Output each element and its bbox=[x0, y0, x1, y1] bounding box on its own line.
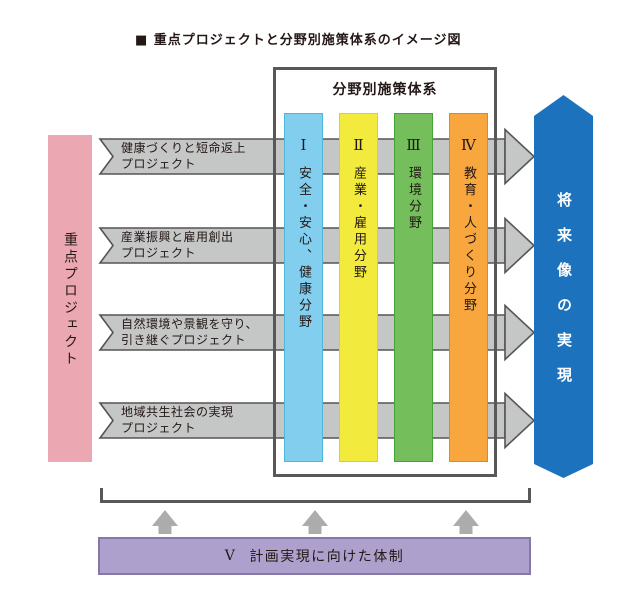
policy-box-header: 分野別施策体系 bbox=[332, 82, 438, 98]
project-label-2: 産業振興と雇用創出 プロジェクト bbox=[121, 230, 234, 261]
field-bar-education-label: 教育・人づくり分野 bbox=[461, 166, 476, 315]
project-label-4-line2: プロジェクト bbox=[121, 420, 197, 435]
field-bar-industry-numeral: Ⅱ bbox=[353, 136, 364, 154]
project-arrow-head-4 bbox=[504, 391, 536, 450]
foundation-label: 計画実現に向けた体制 bbox=[249, 549, 405, 565]
field-bar-environment: Ⅲ 環境分野 bbox=[394, 113, 433, 462]
project-arrow-head-3 bbox=[504, 303, 536, 362]
project-arrow-head-2 bbox=[504, 216, 536, 275]
future-label: 将来像の実現 bbox=[555, 191, 573, 402]
foundation-numeral: Ⅴ bbox=[224, 548, 237, 564]
project-label-2-line1: 産業振興と雇用創出 bbox=[121, 230, 234, 244]
field-bar-education: Ⅳ 教育・人づくり分野 bbox=[449, 113, 488, 462]
future-banner: 将来像の実現 bbox=[534, 95, 593, 478]
future-hexagon-shape bbox=[534, 95, 593, 478]
project-label-4-line1: 地域共生社会の実現 bbox=[121, 405, 234, 419]
field-bar-safety-label: 安全・安心、健康分野 bbox=[296, 166, 311, 331]
project-label-1-line2: プロジェクト bbox=[121, 156, 197, 171]
field-bar-safety-numeral: Ⅰ bbox=[300, 136, 307, 154]
field-bar-environment-label: 環境分野 bbox=[406, 166, 421, 232]
up-arrows bbox=[152, 510, 479, 534]
up-arrow-1 bbox=[152, 510, 178, 534]
project-label-3: 自然環境や景観を守り、 引き継ぐプロジェクト bbox=[121, 317, 258, 348]
foundation-bar: Ⅴ 計画実現に向けた体制 bbox=[98, 537, 531, 575]
project-label-1: 健康づくりと短命返上 プロジェクト bbox=[121, 141, 246, 172]
project-label-3-line2: 引き継ぐプロジェクト bbox=[121, 332, 247, 347]
field-bar-safety: Ⅰ 安全・安心、健康分野 bbox=[284, 113, 323, 462]
field-bar-environment-numeral: Ⅲ bbox=[406, 136, 421, 154]
project-label-3-line1: 自然環境や景観を守り、 bbox=[121, 317, 259, 331]
project-label-1-line1: 健康づくりと短命返上 bbox=[121, 141, 247, 155]
field-bar-industry-label: 産業・雇用分野 bbox=[351, 166, 366, 282]
bracket-line bbox=[100, 488, 531, 503]
priority-projects-bar: 重点プロジェクト bbox=[48, 135, 92, 462]
up-arrow-3 bbox=[453, 510, 479, 534]
up-arrow-2 bbox=[302, 510, 328, 534]
policy-box: 分野別施策体系 bbox=[273, 67, 497, 477]
project-arrow-head-1 bbox=[504, 127, 536, 186]
project-label-2-line2: プロジェクト bbox=[121, 245, 197, 260]
diagram-title: ■ 重点プロジェクトと分野別施策体系のイメージ図 bbox=[135, 33, 462, 48]
field-bar-industry: Ⅱ 産業・雇用分野 bbox=[339, 113, 378, 462]
priority-projects-label: 重点プロジェクト bbox=[62, 232, 78, 368]
project-label-4: 地域共生社会の実現 プロジェクト bbox=[121, 405, 234, 436]
field-bar-education-numeral: Ⅳ bbox=[461, 136, 476, 154]
